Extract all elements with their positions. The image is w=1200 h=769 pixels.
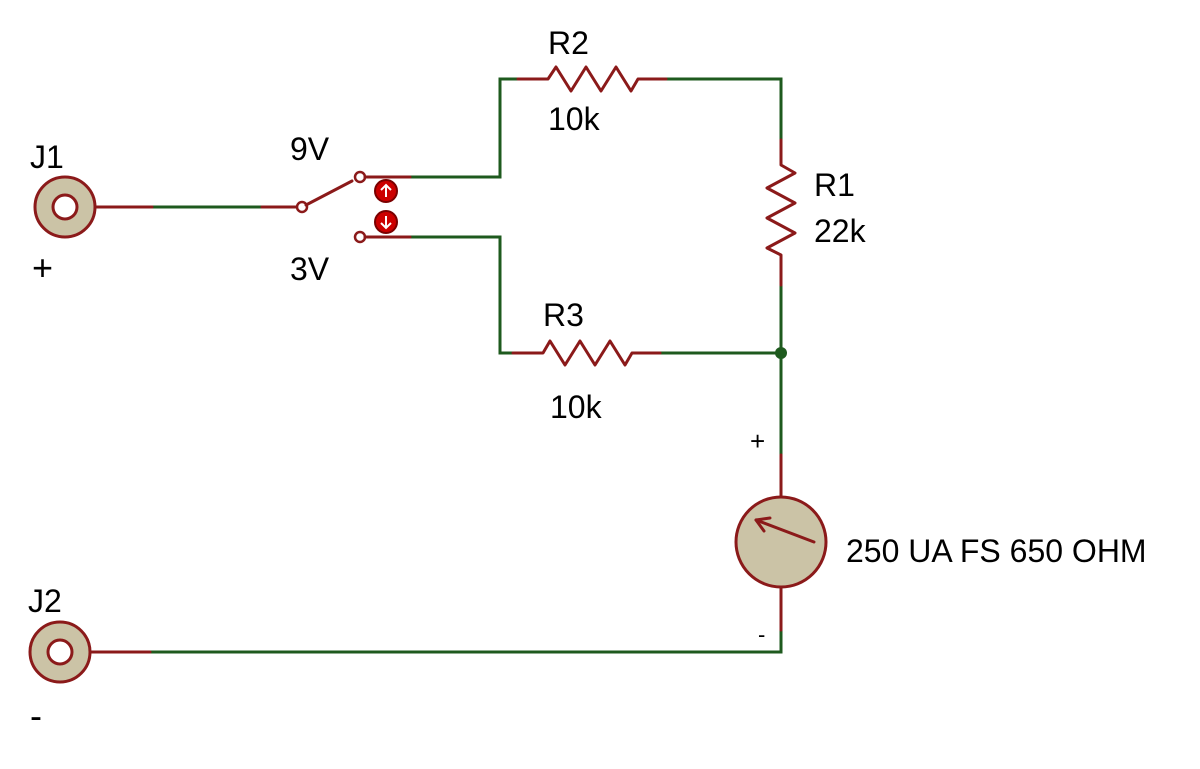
r2-ref-label: R2 (548, 25, 589, 61)
switch-lever (304, 179, 354, 207)
j1-ref-label: J1 (30, 139, 64, 175)
resistor-r1-body (765, 138, 797, 287)
jack-j2[interactable] (28, 620, 152, 684)
wire-r2-to-r1 (664, 77, 783, 142)
meter-minus-label: - (758, 622, 765, 647)
arrow-down-icon (380, 216, 392, 230)
switch-lower-label: 3V (290, 251, 330, 287)
jack-j1-socket (51, 193, 79, 221)
meter-rating-label: 250 UA FS 650 OHM (846, 533, 1147, 569)
resistor-r2[interactable] (516, 65, 668, 93)
switch-down-button[interactable] (374, 210, 398, 234)
r2-value-label: 10k (548, 101, 601, 137)
jack-j1[interactable] (33, 175, 154, 239)
resistor-r2-body (516, 65, 668, 93)
j2-ref-label: J2 (28, 583, 62, 619)
switch-upper-label: 9V (290, 131, 330, 167)
wire-switch-upper-to-r2 (408, 77, 520, 179)
meter-plus-label: + (750, 426, 765, 456)
meter-needle-arrowhead (754, 516, 772, 533)
resistor-r3[interactable] (511, 339, 662, 367)
j1-polarity-label: + (32, 247, 53, 288)
switch-up-button[interactable] (374, 179, 398, 203)
resistor-r3-body (511, 339, 662, 367)
r1-value-label: 22k (814, 213, 867, 249)
switch-common-pin (295, 200, 309, 214)
ammeter[interactable] (734, 453, 828, 632)
wire-meter-to-j2 (148, 628, 783, 654)
junction-node (775, 347, 787, 359)
wires (148, 77, 783, 654)
j2-polarity-label: - (30, 695, 42, 736)
arrow-up-icon (380, 183, 392, 197)
r3-ref-label: R3 (543, 297, 584, 333)
spdt-switch[interactable] (260, 170, 412, 244)
jack-j2-socket (46, 638, 74, 666)
r3-value-label: 10k (550, 389, 603, 425)
resistor-r1[interactable] (765, 138, 797, 287)
r1-ref-label: R1 (814, 167, 855, 203)
wire-switch-lower-to-r3 (408, 235, 515, 355)
meter-needle (754, 518, 816, 544)
